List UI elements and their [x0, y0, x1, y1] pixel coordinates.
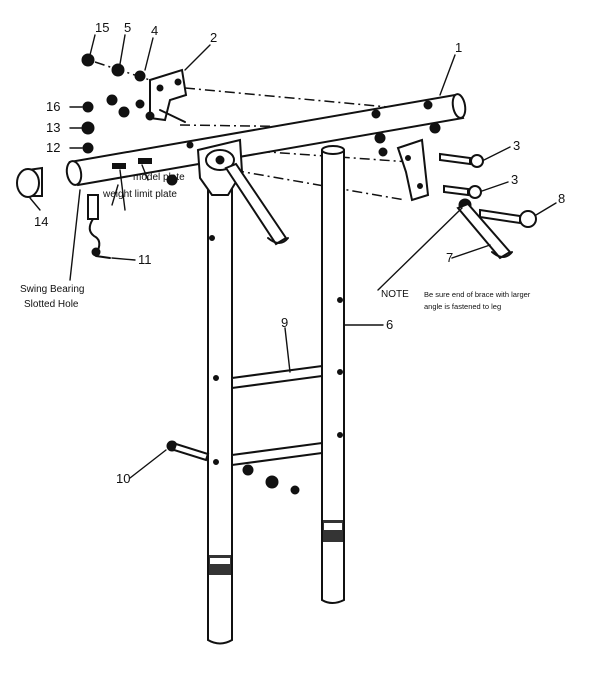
callout-6: 6	[386, 317, 393, 332]
right-bolts	[439, 152, 537, 228]
callout-16: 16	[46, 99, 60, 114]
model-plate-label: model plate	[133, 172, 185, 183]
callout-8: 8	[558, 191, 565, 206]
bottom-bolt-part10	[166, 440, 300, 495]
note-line-2: angle is fastened to leg	[424, 302, 501, 311]
swing-bearing-label: Swing Bearing	[20, 284, 84, 295]
note-line-1: Be sure end of brace with larger	[424, 290, 531, 299]
ladder-rungs	[231, 364, 323, 467]
callout-10: 10	[116, 471, 130, 486]
callout-14: 14	[34, 214, 48, 229]
text-labels: model plate weight limit plate Swing Bea…	[20, 172, 531, 311]
front-brace	[224, 162, 289, 246]
weight-limit-plate-label: weight limit plate	[102, 189, 177, 200]
callout-1: 1	[455, 40, 462, 55]
callout-13: 13	[46, 120, 60, 135]
leg-right-rear	[321, 145, 345, 604]
callout-5: 5	[124, 20, 131, 35]
callout-numbers: 15 5 4 2 1 16 13 12 14 3 3 8 7 11 9 6 10	[34, 20, 565, 486]
beam-plates	[112, 158, 178, 186]
callout-11: 11	[138, 252, 152, 267]
rear-bracket-part2	[149, 68, 188, 122]
slotted-hole-label: Slotted Hole	[24, 299, 79, 310]
right-brace-part7	[456, 202, 513, 260]
leg-front	[207, 189, 233, 645]
callout-7: 7	[446, 250, 453, 265]
right-bracket	[374, 122, 441, 202]
callout-9: 9	[281, 315, 288, 330]
note-title: NOTE	[381, 289, 409, 300]
rear-hardware	[81, 53, 186, 123]
callout-2: 2	[210, 30, 217, 45]
callout-15: 15	[95, 20, 109, 35]
front-corner-bracket	[196, 138, 244, 196]
top-beam	[65, 93, 467, 187]
callout-3-lower: 3	[511, 172, 518, 187]
callout-3-upper: 3	[513, 138, 520, 153]
left-hardware-column	[81, 101, 95, 154]
callout-4: 4	[151, 23, 158, 38]
leader-lines	[29, 34, 557, 479]
callout-12: 12	[46, 140, 60, 155]
swing-hanger-part11	[87, 194, 111, 259]
end-cap-part14	[16, 166, 43, 198]
